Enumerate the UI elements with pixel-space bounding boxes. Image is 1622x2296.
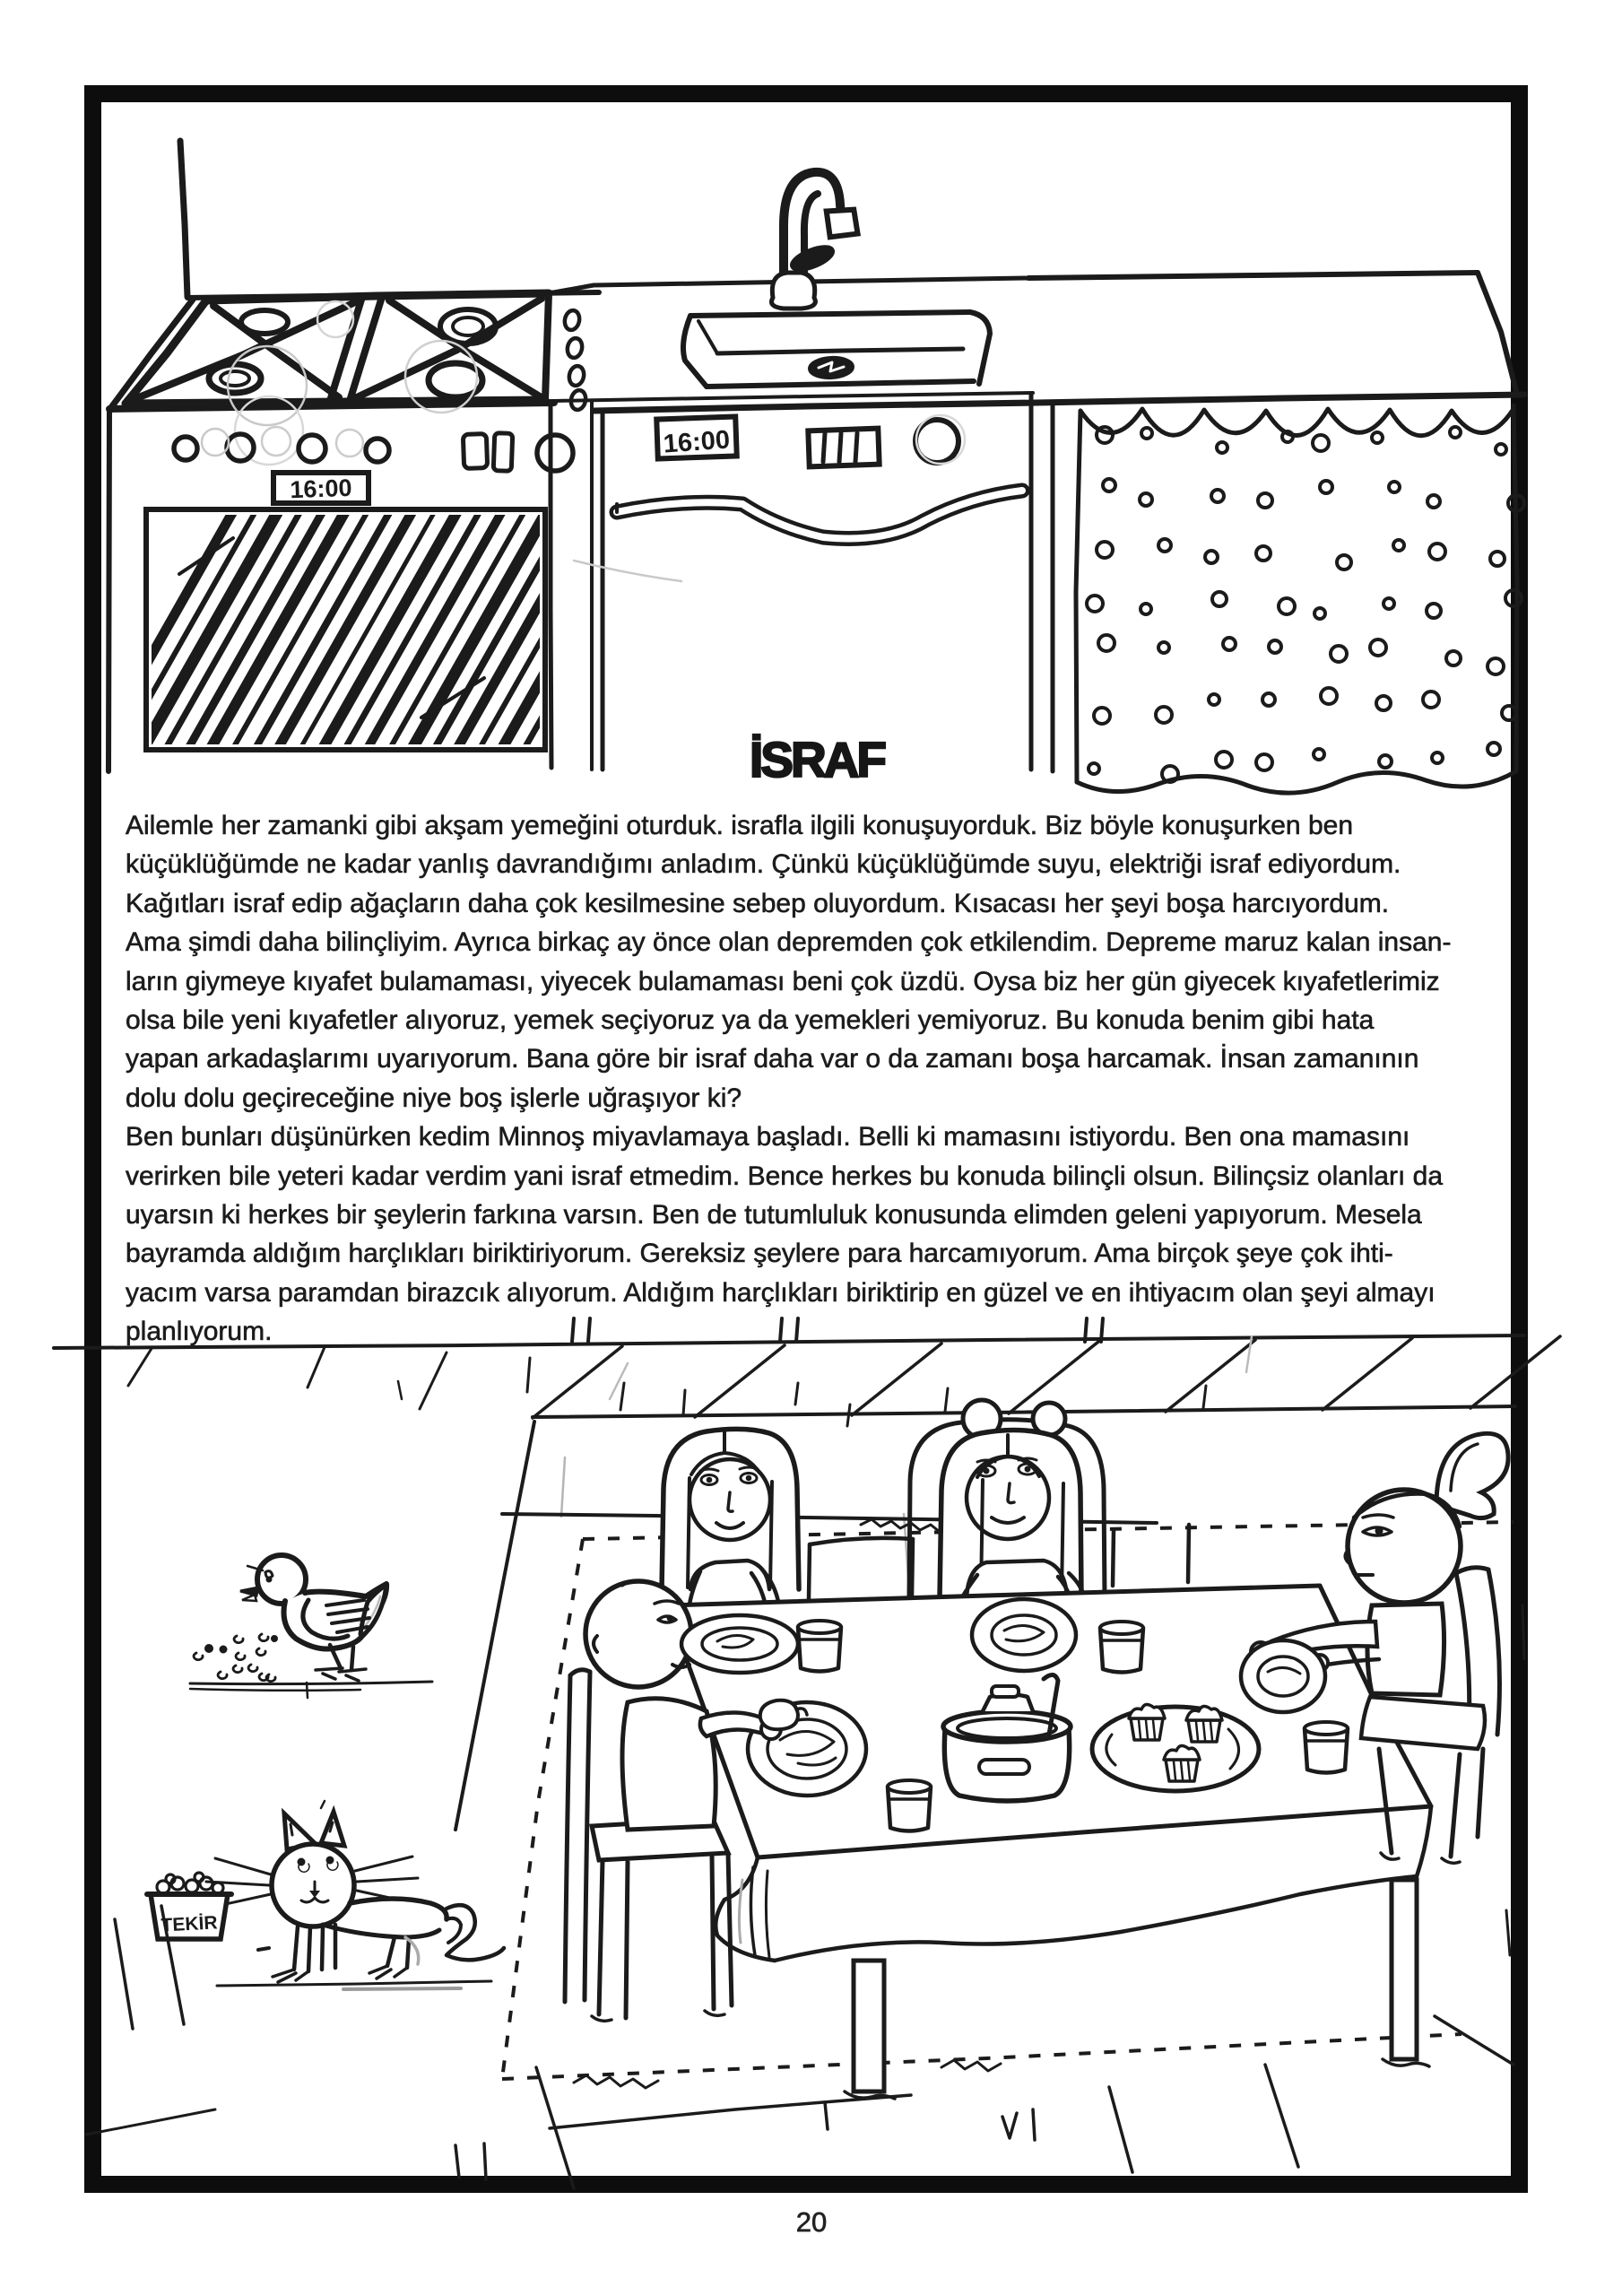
svg-text:TEKİR: TEKİR bbox=[160, 1912, 218, 1935]
svg-text:16:00: 16:00 bbox=[290, 474, 352, 503]
svg-text:16:00: 16:00 bbox=[663, 425, 731, 458]
